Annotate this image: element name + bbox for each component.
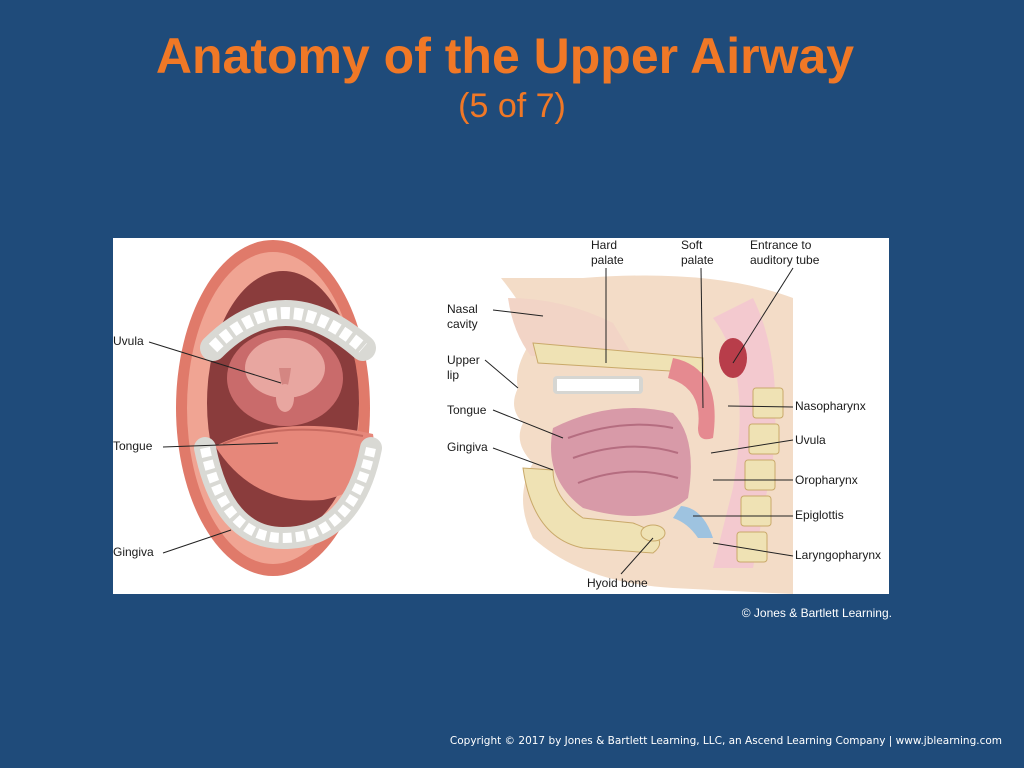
label-tongue-mouth: Tongue <box>113 439 153 453</box>
label-gingiva-mouth: Gingiva <box>113 545 154 559</box>
label-soft-palate: Soft palate <box>681 238 714 267</box>
label-hyoid-bone: Hyoid bone <box>587 576 648 590</box>
label-hard-palate: Hard palate <box>591 238 624 267</box>
label-uvula-mouth: Uvula <box>113 334 144 348</box>
label-gingiva-section: Gingiva <box>447 440 488 454</box>
sagittal-section-illustration <box>484 267 794 594</box>
label-entrance-auditory-tube: Entrance to auditory tube <box>750 238 820 267</box>
label-tongue-section: Tongue <box>447 403 487 417</box>
label-epiglottis: Epiglottis <box>795 508 844 522</box>
slide-subtitle: (5 of 7) <box>458 87 566 125</box>
anatomy-illustration <box>148 240 794 594</box>
copyright-footer: Copyright © 2017 by Jones & Bartlett Lea… <box>449 735 1002 747</box>
label-laryngopharynx: Laryngopharynx <box>795 548 882 562</box>
anatomy-figure: Uvula Tongue Gingiva Hard palate Soft pa… <box>113 238 889 594</box>
label-upper-lip: Upper lip <box>447 353 480 382</box>
label-uvula-section: Uvula <box>795 433 826 447</box>
slide-title: Anatomy of the Upper Airway <box>155 28 855 84</box>
open-mouth-illustration <box>148 240 382 576</box>
image-credit: © Jones & Bartlett Learning. <box>741 606 892 620</box>
label-nasopharynx: Nasopharynx <box>795 399 866 413</box>
label-oropharynx: Oropharynx <box>795 473 858 487</box>
label-nasal-cavity: Nasal cavity <box>447 302 478 331</box>
